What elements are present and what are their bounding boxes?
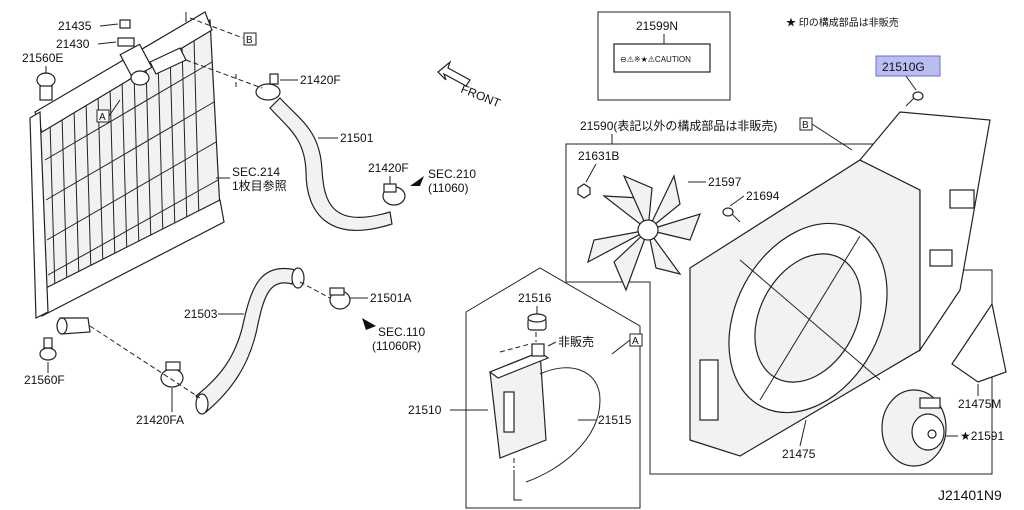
label-sec210-b: (11060) [428,181,468,195]
fan-blade [587,174,702,292]
ref-mark-b-fan-text: B [802,120,809,131]
ref-mark-b-radiator-text: B [246,35,253,46]
label-sec110-b: (11060R) [372,339,421,353]
nut-21631B-icon [577,183,591,199]
label-sec210-a: SEC.210 [428,167,476,181]
label-21597: 21597 [708,175,742,189]
label-21501A: 21501A [370,291,411,305]
label-21516: 21516 [518,291,552,305]
label-sec110-a: SEC.110 [378,325,425,339]
label-21694: 21694 [746,189,780,203]
ref-mark-a-reservoir-text: A [632,336,639,347]
label-21515: 21515 [598,413,632,427]
ref-mark-a-radiator-text: A [99,112,106,123]
label-21501: 21501 [340,131,374,145]
label-21420F-mid: 21420F [368,161,409,175]
label-21560F: 21560F [24,373,65,387]
sec210-arrow-icon [410,176,424,186]
fan-shroud [689,111,991,457]
upper-hose [255,73,406,231]
highlight-21510G[interactable] [875,55,941,77]
label-21591: ★21591 [960,429,1004,443]
label-21503: 21503 [184,307,218,321]
label-21510G[interactable]: 21510G [882,60,925,74]
caution-sticker [613,43,711,73]
front-label: FRONT [459,82,503,111]
label-21435: 21435 [58,19,92,33]
legend-note: ★ 印の構成部品は非販売 [786,16,899,29]
label-21510: 21510 [408,403,442,417]
label-sec214-b: 1枚目参照 [232,178,287,193]
caution-label-box [597,11,731,101]
label-21560E: 21560E [22,51,63,65]
sec110-arrow-icon [362,318,376,330]
caution-text: ⊖⚠※★⚠CAUTION [620,55,691,64]
label-21590: 21590(表記以外の構成部品は非販売) [580,118,777,133]
seal-21475M [951,302,1007,383]
label-21420F-top: 21420F [300,73,341,87]
label-21475M: 21475M [958,397,1001,411]
lower-hose [160,267,351,415]
label-21599N: 21599N [636,19,678,33]
reservoir-tank [488,313,601,501]
screw-21694-icon [722,207,741,223]
label-21475: 21475 [782,447,816,461]
front-arrow-icon [437,60,471,87]
ref-mark-b-radiator [243,32,257,46]
label-21420FA: 21420FA [136,413,184,427]
fan-motor [881,389,947,467]
radiator [29,11,225,361]
label-hihanbai: 非販売 [558,334,594,349]
label-21631B: 21631B [578,149,619,163]
diagram-id: J21401N9 [938,487,1002,503]
label-sec214-a: SEC.214 [232,165,280,179]
reservoir-group-box [465,267,641,509]
bolt-21510G-icon [905,91,924,107]
label-21430: 21430 [56,37,90,51]
